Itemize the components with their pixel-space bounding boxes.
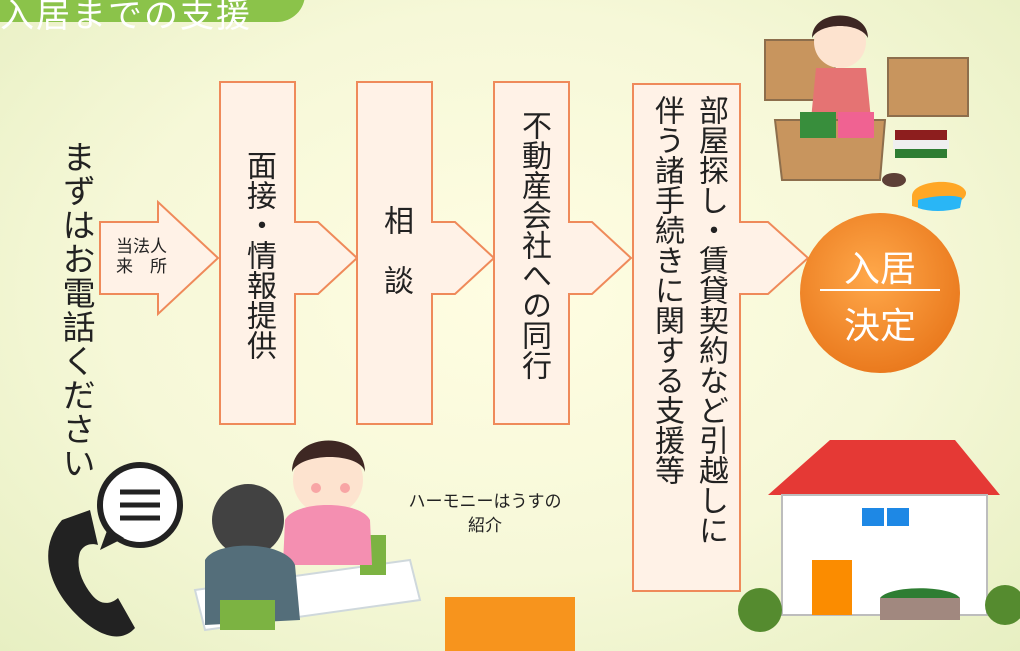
step-label-3: 不動産会社への同行 (516, 110, 551, 380)
header-tab (0, 0, 305, 22)
goal-line1: 入居 (843, 249, 916, 290)
intro-text: まずはお電話ください (57, 140, 96, 480)
step-label-4: 部屋探し・賃貸契約など引越しに伴う諸手続きに関する支援等 (649, 95, 728, 545)
step-box-2 (356, 81, 496, 425)
phone-icon (48, 510, 135, 637)
step-label-1: 面接・情報提供 (241, 150, 276, 360)
step-label-2: 相 談 (378, 205, 413, 295)
visit-arrow (99, 199, 220, 317)
visit-label-line2: 来 所 (116, 257, 167, 277)
goal-line2: 決定 (843, 306, 916, 347)
consultation-illustration (193, 440, 422, 632)
packing-illustration (764, 15, 969, 211)
house-illustration (738, 440, 1020, 632)
orange-block (445, 597, 575, 651)
speech-bubble-icon (97, 462, 183, 550)
step-box-4 (632, 83, 810, 592)
goal-circle (800, 213, 960, 373)
caption-line2: 紹介 (468, 516, 502, 536)
page-title: 入居までの支援 (0, 0, 252, 36)
visit-label-line1: 当法人 (116, 237, 167, 257)
caption-line1: ハーモニーはうすの (408, 492, 562, 512)
step-box-3 (493, 81, 633, 425)
step-box-1 (219, 81, 359, 425)
